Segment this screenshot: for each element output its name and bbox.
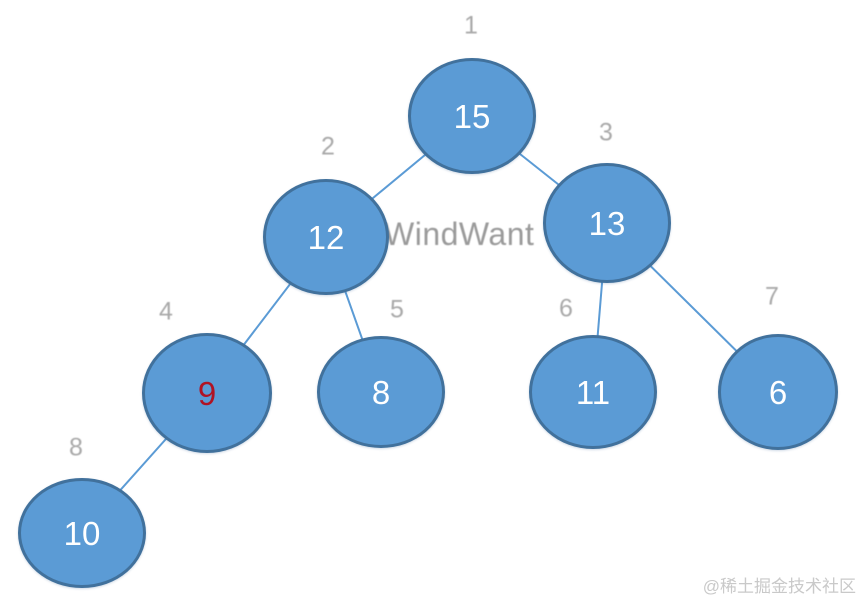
tree-node-11: 11 xyxy=(529,335,657,449)
node-index-label: 3 xyxy=(599,118,613,147)
node-value: 9 xyxy=(197,374,217,412)
tree-node-6: 6 xyxy=(718,334,838,450)
node-index-label: 2 xyxy=(321,132,335,161)
node-value: 6 xyxy=(768,373,788,411)
node-value: 12 xyxy=(307,218,345,256)
node-value: 15 xyxy=(453,97,491,135)
tree-node-15: 15 xyxy=(408,58,536,174)
node-index-label: 6 xyxy=(559,294,573,323)
node-index-label: 1 xyxy=(464,11,478,40)
tree-node-12: 12 xyxy=(263,179,389,295)
tree-node-10: 10 xyxy=(18,478,146,588)
tree-node-8: 8 xyxy=(317,336,445,448)
node-value: 13 xyxy=(588,204,626,242)
node-index-label: 8 xyxy=(69,433,83,462)
watermark-windwant: WindWant xyxy=(384,216,535,252)
tree-node-9: 9 xyxy=(142,333,272,453)
watermark-juejin-community: @稀土掘金技术社区 xyxy=(702,577,856,596)
node-index-label: 7 xyxy=(765,282,779,311)
node-index-label: 4 xyxy=(159,297,173,326)
node-index-label: 5 xyxy=(390,295,404,324)
tree-node-13: 13 xyxy=(543,163,671,283)
node-value: 8 xyxy=(371,373,391,411)
node-value: 11 xyxy=(575,373,611,411)
node-value: 10 xyxy=(63,514,101,552)
